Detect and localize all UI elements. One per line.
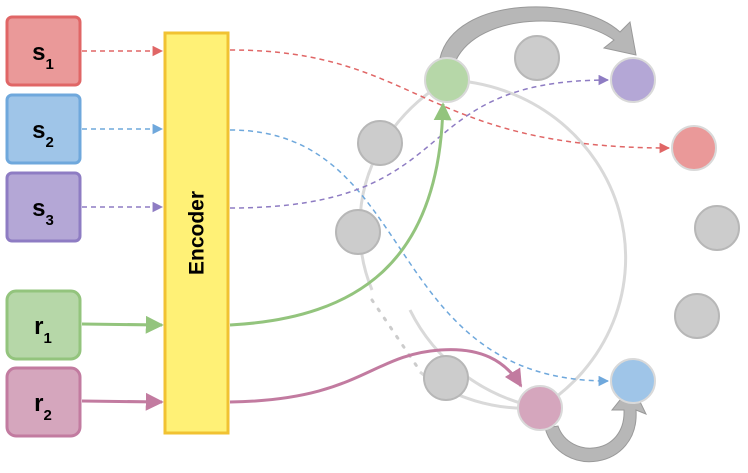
ring-node-blue <box>610 358 656 404</box>
input-label: s <box>32 39 45 66</box>
arrow-encoder-to-green-node <box>229 102 452 327</box>
ring-node-green <box>424 57 470 103</box>
input-node-r1: r1 <box>5 289 82 361</box>
ring-arc-left <box>358 78 449 291</box>
ring-node <box>423 355 469 401</box>
ring-node <box>357 120 403 166</box>
arrow-r2-to-encoder <box>81 392 164 411</box>
svg-text:s1: s1 <box>32 39 54 73</box>
arrow-encoder-to-red-node <box>229 49 671 154</box>
ring-node <box>674 293 720 339</box>
ring-node-red <box>671 125 717 171</box>
input-label: r <box>34 313 43 340</box>
arrow-encoder-to-blue-node <box>229 129 610 387</box>
input-node-r2: r2 <box>5 366 82 438</box>
ring-node <box>514 35 560 81</box>
input-subscript: 1 <box>46 56 54 73</box>
svg-text:s2: s2 <box>32 117 54 151</box>
input-subscript: 3 <box>46 212 54 229</box>
curved-arrow-top <box>439 6 637 61</box>
arrow-r1-to-encoder <box>81 315 164 334</box>
input-subscript: 2 <box>44 407 52 424</box>
svg-text:r1: r1 <box>34 313 52 347</box>
arrow-encoder-to-purple-node <box>229 74 610 209</box>
ring-node <box>694 205 740 251</box>
ring-node <box>335 209 381 255</box>
svg-text:r2: r2 <box>34 390 52 424</box>
arrow-encoder-to-pink-node <box>229 348 523 404</box>
input-node-s2: s2 <box>5 93 82 165</box>
input-node-s1: s1 <box>5 15 82 87</box>
input-label: s <box>32 117 45 144</box>
input-subscript: 2 <box>46 134 54 151</box>
ring-node-pink <box>517 385 563 431</box>
input-subscript: 1 <box>44 330 52 347</box>
input-node-s3: s3 <box>5 171 82 243</box>
input-label: s <box>32 195 45 222</box>
encoder-label: Encoder <box>186 191 209 275</box>
input-label: r <box>34 390 43 417</box>
ring-node-purple <box>610 57 656 103</box>
svg-text:s3: s3 <box>32 195 54 229</box>
encoder-box <box>163 31 230 435</box>
